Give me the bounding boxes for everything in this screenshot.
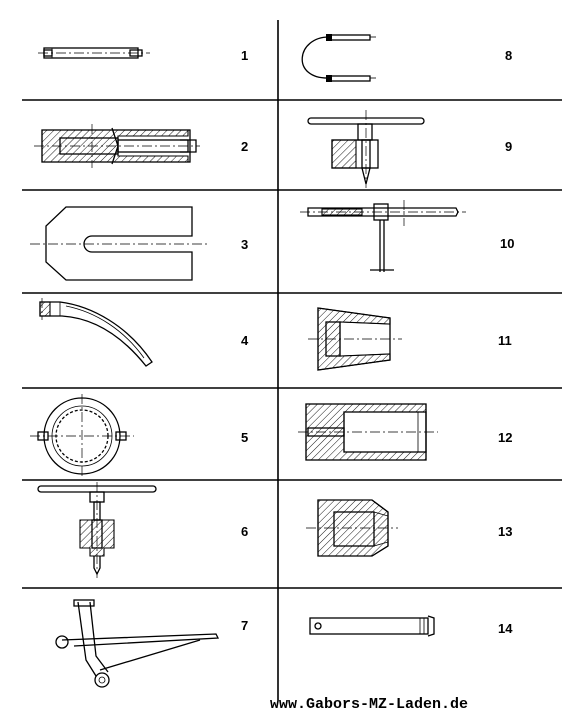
tool-8-drawing	[301, 34, 376, 82]
tool-12-drawing	[298, 403, 438, 461]
tool-number-11: 11	[498, 333, 512, 348]
tool-10-drawing	[300, 200, 466, 272]
tool-1-drawing	[38, 47, 150, 59]
tool-9-drawing	[307, 110, 425, 188]
tool-6-drawing	[37, 482, 157, 578]
tool-number-7: 7	[241, 618, 248, 633]
footer-url: www.Gabors-MZ-Laden.de	[270, 696, 468, 713]
tool-number-3: 3	[241, 237, 248, 252]
tool-number-1: 1	[241, 48, 248, 63]
tool-number-10: 10	[500, 236, 514, 251]
tool-number-13: 13	[498, 524, 512, 539]
tool-13-drawing	[306, 499, 398, 557]
tool-number-6: 6	[241, 524, 248, 539]
tool-7-drawing	[55, 599, 220, 688]
tool-number-9: 9	[505, 139, 512, 154]
tool-number-5: 5	[241, 430, 248, 445]
tool-5-drawing	[30, 394, 134, 478]
tool-2-drawing	[34, 124, 200, 168]
tool-number-2: 2	[241, 139, 248, 154]
tool-4-drawing	[39, 298, 153, 367]
grid-lines	[22, 20, 562, 700]
tool-3-drawing	[30, 206, 210, 281]
tool-number-4: 4	[241, 333, 249, 348]
tool-14-drawing	[309, 615, 435, 637]
tool-number-8: 8	[505, 48, 512, 63]
tool-11-drawing	[308, 307, 402, 371]
tool-number-12: 12	[498, 430, 512, 445]
tool-number-14: 14	[498, 621, 513, 636]
